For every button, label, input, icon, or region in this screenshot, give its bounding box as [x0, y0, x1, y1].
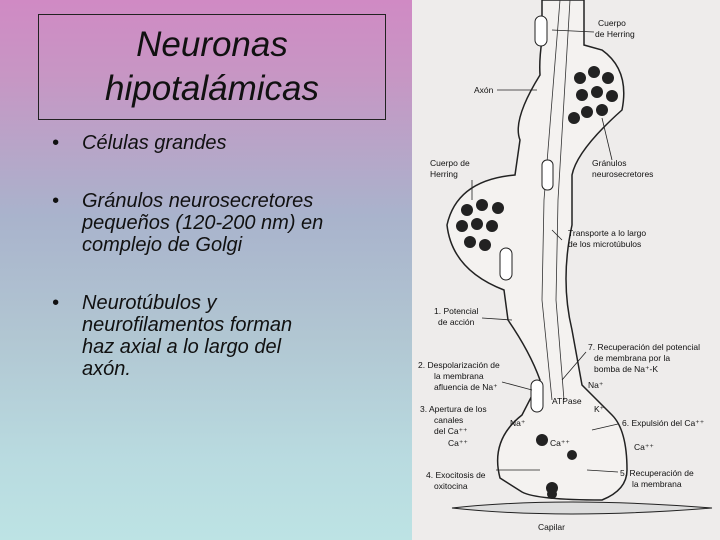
- label-recuperacion-mem-2: la membrana: [632, 479, 682, 489]
- bullet-item: • Gránulos neurosecretores pequeños (120…: [52, 190, 392, 256]
- label-exocitosis-2: oxitocina: [434, 481, 468, 491]
- leader-lines: [471, 29, 619, 473]
- bullet-text: Neurotúbulos y neurofilamentos forman ha…: [82, 292, 293, 380]
- axon-outline: [446, 0, 628, 501]
- granules-left: [456, 199, 504, 251]
- label-k-plus: K⁺: [594, 404, 605, 414]
- title-line-1: Neuronas: [136, 25, 288, 64]
- bullet-marker: •: [52, 132, 60, 154]
- label-despolarizacion-3: afluencia de Na⁺: [434, 382, 498, 392]
- mitochondrion: [541, 159, 554, 191]
- bullet-marker: •: [52, 190, 60, 212]
- label-cuerpo-herring-left-2: Herring: [430, 169, 458, 179]
- bullet-marker: •: [52, 292, 60, 314]
- label-exocitosis: 4. Exocitosis de: [426, 470, 486, 480]
- granules-upper: [568, 66, 618, 124]
- label-cuerpo-herring-top-2: de Herring: [595, 29, 635, 39]
- label-transporte-2: de los microtúbulos: [568, 239, 641, 249]
- label-potencial-2: de acción: [438, 317, 475, 327]
- bullet-item: • Neurotúbulos y neurofilamentos forman …: [52, 292, 392, 380]
- label-recuperacion-pot-2: de membrana por la: [594, 353, 670, 363]
- capillary: [451, 501, 713, 515]
- label-despolarizacion: 2. Despolarización de: [418, 360, 500, 370]
- label-transporte: Transporte a lo largo: [568, 228, 646, 238]
- bullet-text: Células grandes: [82, 132, 227, 154]
- microtubule-line: [541, 0, 561, 401]
- label-granulos-2: neurosecretores: [592, 169, 653, 179]
- label-na-plus: Na⁺: [588, 380, 604, 390]
- label-na-plus-2: Na⁺: [510, 418, 526, 428]
- label-despolarizacion-2: la membrana: [434, 371, 484, 381]
- label-granulos: Gránulos: [592, 158, 627, 168]
- capillary-junction: [547, 489, 557, 499]
- label-ca-1: Ca⁺⁺: [448, 438, 468, 448]
- mitochondrion: [530, 379, 544, 413]
- label-cuerpo-herring-left: Cuerpo de: [430, 158, 470, 168]
- label-expulsion: 6. Expulsión del Ca⁺⁺: [622, 418, 705, 428]
- label-recuperacion-mem: 5. Recuperación de: [620, 468, 694, 478]
- label-apertura-2: canales: [434, 415, 463, 425]
- label-capilar: Capilar: [538, 522, 565, 532]
- label-atpase: ATPase: [552, 396, 582, 406]
- mitochondrion: [499, 247, 513, 281]
- slide-title: Neuronas hipotalámicas: [38, 14, 386, 120]
- neuron-diagram: Cuerpo de Herring Axón Cuerpo de Herring…: [412, 0, 720, 540]
- label-apertura: 3. Apertura de los: [420, 404, 487, 414]
- label-recuperacion-pot-3: bomba de Na⁺-K: [594, 364, 658, 374]
- label-potencial: 1. Potencial: [434, 306, 479, 316]
- label-ca-3: Ca⁺⁺: [634, 442, 654, 452]
- mitochondrion: [534, 15, 548, 47]
- microtubule-line: [555, 0, 571, 401]
- bullet-item: • Células grandes: [52, 132, 392, 154]
- bullet-text: Gránulos neurosecretores pequeños (120-2…: [82, 190, 324, 256]
- label-cuerpo-herring-top: Cuerpo: [598, 18, 626, 28]
- label-ca-2: Ca⁺⁺: [550, 438, 570, 448]
- label-apertura-3: del Ca⁺⁺: [434, 426, 468, 436]
- label-axon: Axón: [474, 85, 494, 95]
- neuron-diagram-svg: Cuerpo de Herring Axón Cuerpo de Herring…: [418, 0, 713, 532]
- label-recuperacion-pot: 7. Recuperación del potencial: [588, 342, 700, 352]
- title-line-2: hipotalámicas: [105, 69, 319, 108]
